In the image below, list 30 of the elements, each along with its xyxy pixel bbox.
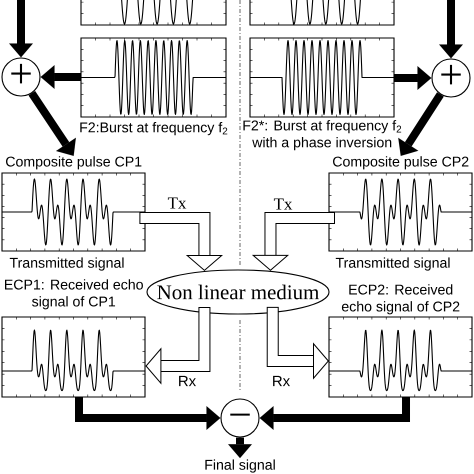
arrow [9, 0, 33, 58]
edge-label: Tx [272, 197, 294, 211]
node-label: Composite pulse CP2 [333, 156, 468, 170]
signal-plot: ECP1: Received echo signal of CP1 [1, 279, 146, 398]
arrow [40, 65, 81, 89]
arrow [28, 91, 76, 156]
edge-label: Rx [270, 374, 292, 388]
plot-caption: Transmitted signal [336, 257, 450, 271]
arrow [439, 0, 463, 58]
arrow [260, 397, 410, 430]
signal-plot [249, 0, 395, 26]
node-label: ECP1: Received echo signal of CP1 [5, 279, 143, 310]
node-label: Composite pulse CP1 [6, 156, 142, 170]
output-label: Final signal [205, 459, 275, 473]
arrow [228, 438, 252, 458]
signal-plot: Composite pulse CP2 [328, 156, 473, 252]
signal-plot [80, 0, 227, 26]
arrow [75, 397, 220, 430]
signal-plot: Composite pulse CP1 [1, 156, 146, 252]
node-label: F2*: Burst at frequency f$_{2}$ with a phase inversion [243, 120, 402, 150]
node-label: F2:Burst at frequency f$_{2}$ [80, 122, 228, 136]
signal-plot: F2*: Burst at frequency f$_{2}$ with a phase inversion [243, 37, 402, 150]
plot-caption: Transmitted signal [10, 257, 124, 271]
signal-plot: F2:Burst at frequency f$_{2}$ [80, 37, 228, 136]
edge-label: Rx [176, 374, 198, 388]
node-label: ECP2: Received echo signal of CP2 [342, 284, 460, 314]
edge-label: Tx [166, 196, 188, 210]
arrow [394, 66, 432, 90]
arrow [398, 92, 444, 156]
signal-plot: ECP2: Received echo signal of CP2 [328, 284, 473, 398]
